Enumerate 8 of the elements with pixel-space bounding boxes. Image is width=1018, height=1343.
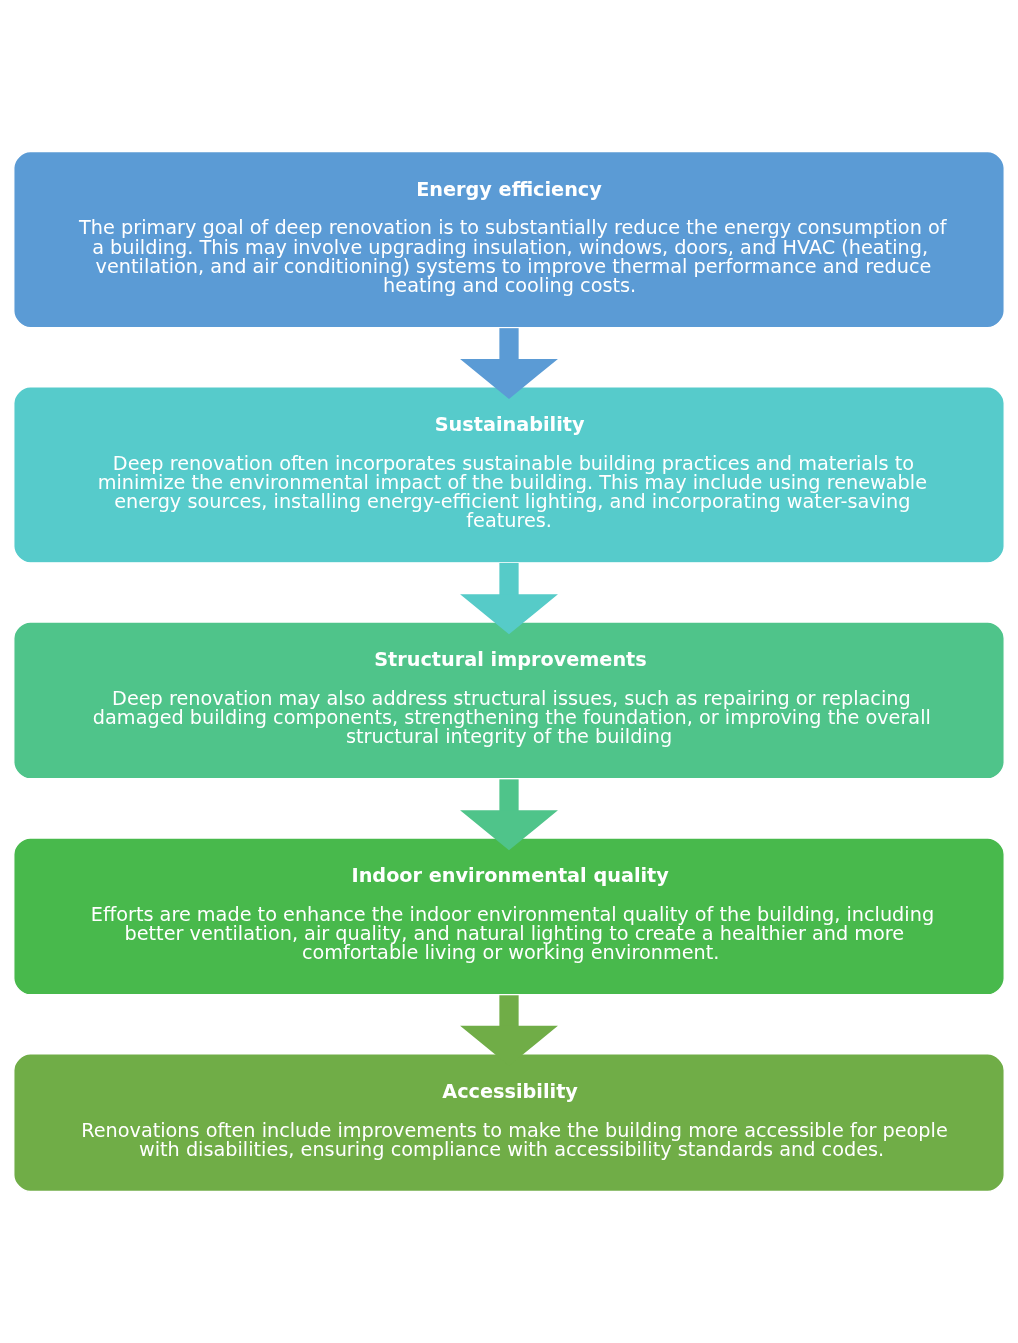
node-box: Structural improvements Deep renovation may also address structural issues, such as repairing or replacing damaged building components, strengthening the foundation, or improving the overall structural integrity of the building <box>13 621 1005 780</box>
arrow <box>460 562 558 635</box>
node-box: Energy efficiency The primary goal of deep renovation is to substantially reduce the energy consumption of a building. This may involve upgrading insulation, windows, doors, and HVAC (heating, ventilation, and air conditioning) systems to improve thermal performance and reduce heating and cooling costs. <box>13 150 1005 329</box>
node-box: Indoor environmental quality Efforts are made to enhance the indoor environmental quality of the building, including better ventilation, air quality, and natural lighting to create a healthier and more comfortable living or working environment. <box>13 837 1005 996</box>
node-box: Accessibility Renovations often include improvements to make the building more accessible for people with disabilities, ensuring compliance with accessibility standards and codes. <box>13 1053 1005 1193</box>
arrow <box>460 328 558 399</box>
arrow <box>460 779 558 851</box>
node-box: Sustainability Deep renovation often incorporates sustainable building practices and materials to minimize the environmental impact of the building. This may include using renewable energy sources, installing energy-efficient lighting, and incorporating water-saving features. <box>13 386 1005 564</box>
